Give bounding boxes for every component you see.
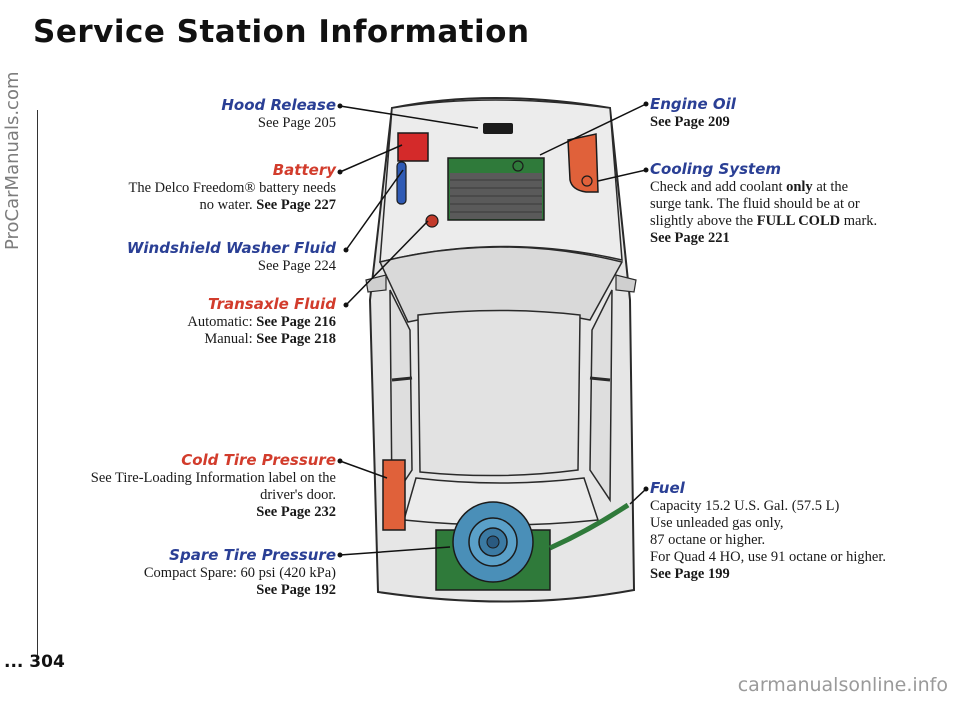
spare-tire-block: Spare Tire Pressure Compact Spare: 60 ps… <box>143 546 336 598</box>
cooling-system-block: Cooling System Check and add coolant onl… <box>650 160 878 246</box>
battery-block: Battery The Delco Freedom® battery needs… <box>128 161 337 213</box>
hood-release-heading: Hood Release <box>221 96 336 114</box>
transaxle-fluid-block: Transaxle Fluid Automatic: See Page 216 … <box>187 295 336 347</box>
transaxle-fluid-heading: Transaxle Fluid <box>208 295 336 313</box>
cooling-system-heading: Cooling System <box>650 160 782 178</box>
engine-oil-block: Engine Oil See Page 209 <box>650 95 736 130</box>
margin-rule <box>37 110 38 655</box>
cold-tire-block: Cold Tire Pressure See Tire-Loading Info… <box>90 451 336 520</box>
hood-release-page: See Page 205 <box>257 115 336 131</box>
battery-heading: Battery <box>272 161 336 179</box>
hood-release-block: Hood Release See Page 205 <box>221 95 336 132</box>
fuel-block: Fuel Capacity 15.2 U.S. Gal. (57.5 L) Us… <box>650 479 886 582</box>
cold-tire-heading: Cold Tire Pressure <box>181 451 336 469</box>
page-title: Service Station Information <box>33 14 530 50</box>
spare-tire-heading: Spare Tire Pressure <box>169 546 336 564</box>
engine-oil-heading: Engine Oil <box>650 95 736 113</box>
page-number: ... 304 <box>4 652 65 672</box>
fuel-heading: Fuel <box>650 479 685 497</box>
washer-fluid-heading: Windshield Washer Fluid <box>126 239 336 257</box>
washer-fluid-block: Windshield Washer Fluid See Page 224 <box>126 239 336 274</box>
watermark-text: carmanualsonline.info <box>737 674 948 696</box>
